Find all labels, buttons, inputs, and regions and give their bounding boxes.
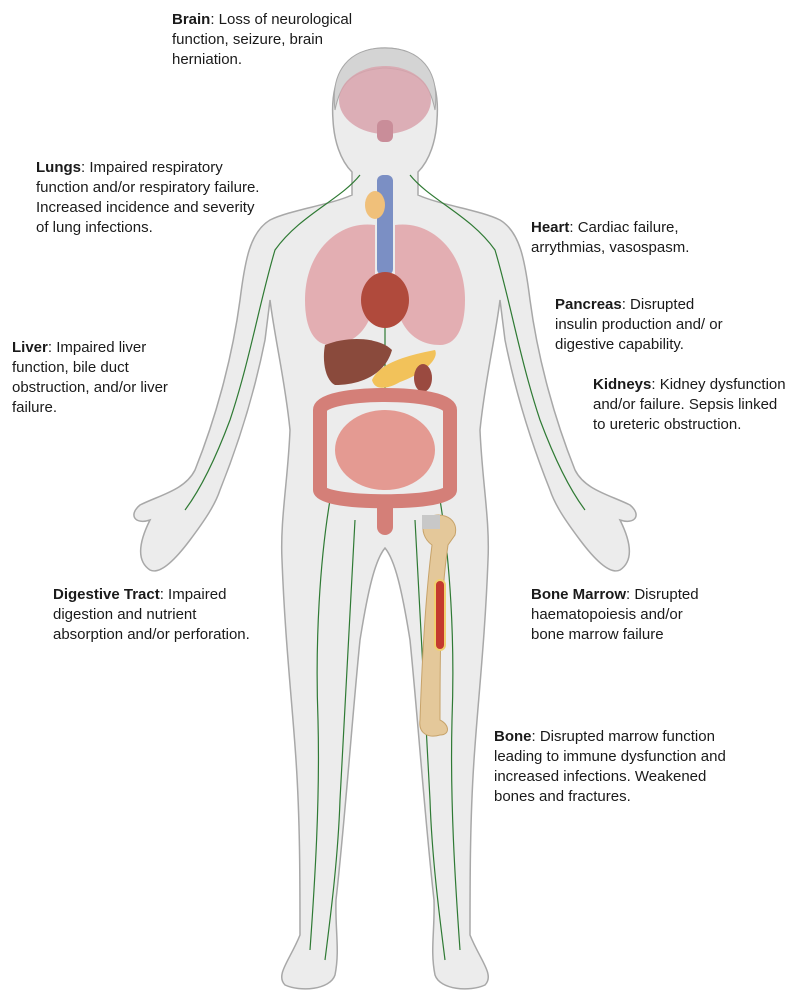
intestines xyxy=(313,388,457,535)
annotation-text: : Impaired respiratory function and/or r… xyxy=(36,159,260,236)
annotation-text: : Disrupted marrow function leading to i… xyxy=(494,728,726,805)
organ-label: Lungs xyxy=(36,159,81,176)
organ-label: Liver xyxy=(12,339,48,356)
annotation-lungs: Lungs: Impaired respiratory function and… xyxy=(36,158,271,238)
heart xyxy=(361,272,409,328)
organ-label: Kidneys xyxy=(593,376,652,393)
organ-label: Pancreas xyxy=(555,296,622,313)
annotation-bone: Bone: Disrupted marrow function leading … xyxy=(494,727,734,807)
annotation-bone-marrow: Bone Marrow: Disrupted haematopoiesis an… xyxy=(531,585,706,645)
organ-label: Bone xyxy=(494,728,532,745)
annotation-kidneys: Kidneys: Kidney dysfunction and/or failu… xyxy=(593,375,793,435)
trachea xyxy=(377,175,393,275)
lungs xyxy=(305,224,465,345)
annotation-text: : Loss of neurological function, seizure… xyxy=(172,11,353,68)
brain xyxy=(339,66,431,142)
annotation-pancreas: Pancreas: Disrupted insulin production a… xyxy=(555,295,730,355)
thyroid xyxy=(365,191,385,219)
annotation-text: : Disrupted insulin production and/ or d… xyxy=(555,296,723,353)
organ-label: Digestive Tract xyxy=(53,586,160,603)
annotation-liver: Liver: Impaired liver function, bile duc… xyxy=(12,338,197,418)
annotation-text: : Impaired digestion and nutrient absorp… xyxy=(53,586,250,643)
organ-label: Bone Marrow xyxy=(531,586,627,603)
liver xyxy=(323,338,392,385)
bone-marrow xyxy=(434,579,446,651)
annotation-text: : Cardiac failure, arrythmias, vasospasm… xyxy=(531,219,690,256)
pancreas xyxy=(372,350,436,388)
kidneys xyxy=(414,364,432,392)
annotation-text: : Impaired liver function, bile duct obs… xyxy=(12,339,168,416)
organ-label: Heart xyxy=(531,219,570,236)
organ-label: Brain xyxy=(172,11,211,28)
annotation-text: : Disrupted haematopoiesis and/or bone m… xyxy=(531,586,699,643)
annotation-heart: Heart: Cardiac failure, arrythmias, vaso… xyxy=(531,218,721,258)
annotation-text: : Kidney dysfunction and/or failure. Sep… xyxy=(593,376,786,433)
femur-bone xyxy=(419,514,457,737)
annotation-brain: Brain: Loss of neurological function, se… xyxy=(172,10,372,70)
annotation-digestive-tract: Digestive Tract: Impaired digestion and … xyxy=(53,585,258,645)
